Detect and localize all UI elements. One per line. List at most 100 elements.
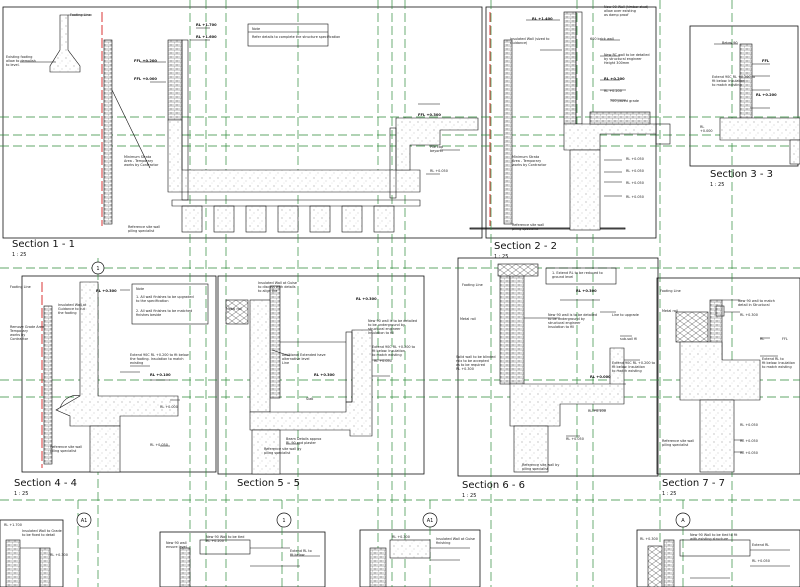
- section-6-scale: 1 : 25: [462, 493, 476, 499]
- svg-text:Insulated Wall at: Insulated Wall at: [58, 303, 87, 307]
- svg-text:to level.: to level.: [6, 63, 20, 67]
- svg-text:sub-soil fil: sub-soil fil: [620, 337, 637, 341]
- svg-text:to be fixed to detail: to be fixed to detail: [22, 533, 55, 537]
- svg-text:Guidance to cut: Guidance to cut: [58, 307, 86, 311]
- svg-text:Line to upgrade: Line to upgrade: [612, 313, 639, 317]
- section-1-drawing: [20, 14, 479, 233]
- svg-text:to match existing: to match existing: [712, 83, 742, 87]
- svg-text:mix to be accepted: mix to be accepted: [456, 359, 489, 363]
- svg-text:Temporary: Temporary: [9, 329, 28, 333]
- svg-text:New 90 wall is to be detailed: New 90 wall is to be detailed: [368, 319, 417, 323]
- svg-text:A: A: [681, 518, 685, 524]
- svg-text:New 90 wall: New 90 wall: [166, 541, 187, 545]
- svg-text:Remove Grade Area: Remove Grade Area: [10, 325, 44, 329]
- section-4-label: Section 4 - 4: [14, 478, 77, 489]
- section-1-scale: 1 : 25: [12, 252, 26, 258]
- svg-text:Footing Line: Footing Line: [10, 285, 31, 289]
- svg-text:to match existing: to match existing: [612, 369, 642, 373]
- svg-text:to match existing: to match existing: [762, 365, 792, 369]
- svg-text:Insulated Wall at Guise: Insulated Wall at Guise: [258, 281, 297, 285]
- section-1-title: Section 1 - 1 1 : 25: [12, 239, 75, 258]
- svg-text:New 90 wall to match: New 90 wall to match: [738, 299, 775, 303]
- svg-text:piling specialist: piling specialist: [512, 227, 539, 231]
- svg-text:finishes beside: finishes beside: [136, 313, 161, 317]
- svg-text:RL +1.600: RL +1.600: [196, 35, 217, 39]
- svg-text:fit below. Insulation: fit below. Insulation: [712, 79, 745, 83]
- svg-text:RL +0.300: RL +0.300: [740, 313, 758, 317]
- svg-text:1. All wall finishes to be upg: 1. All wall finishes to be upgraded: [136, 295, 194, 299]
- section-5-notes: Insulated Wall at Guise to discuss with …: [226, 281, 417, 455]
- svg-text:RL +0.300: RL +0.300: [392, 535, 410, 539]
- svg-text:RL +0.300: RL +0.300: [50, 553, 68, 557]
- svg-text:ground level: ground level: [552, 275, 573, 279]
- svg-text:RL +0.050: RL +0.050: [150, 443, 168, 447]
- section-6-label: Section 6 - 6: [462, 480, 525, 491]
- svg-text:Contractor: Contractor: [10, 337, 29, 341]
- svg-text:Reference site wall by: Reference site wall by: [522, 463, 559, 467]
- svg-text:Additional Extended have: Additional Extended have: [282, 353, 326, 357]
- svg-text:RL +0.200: RL +0.200: [206, 539, 224, 543]
- svg-text:RL +0.050: RL +0.050: [626, 169, 644, 173]
- svg-text:A1: A1: [81, 518, 88, 524]
- svg-text:Footing Line: Footing Line: [70, 13, 91, 17]
- svg-text:detail in Structural: detail in Structural: [738, 303, 770, 307]
- svg-text:Existing footing: Existing footing: [6, 55, 32, 59]
- svg-text:existing: existing: [130, 361, 143, 365]
- svg-text:works by Contractor: works by Contractor: [124, 163, 159, 167]
- svg-text:structural engineer: structural engineer: [368, 327, 401, 331]
- svg-text:as damp proof: as damp proof: [604, 13, 629, 17]
- svg-text:Insulation to fill: Insulation to fill: [368, 331, 394, 335]
- svg-text:to be underground by: to be underground by: [548, 317, 585, 321]
- svg-text:piling specialist: piling specialist: [50, 449, 77, 453]
- svg-text:RL +0.050: RL +0.050: [740, 423, 758, 427]
- svg-text:Note: Note: [136, 287, 144, 291]
- svg-text:FFL: FFL: [762, 59, 770, 63]
- svg-text:2. All wall finishes to be mat: 2. All wall finishes to be matched: [136, 309, 192, 313]
- section-2-title: Section 2 - 2 1 : 25: [494, 241, 557, 260]
- svg-text:fit below. Insulation: fit below. Insulation: [762, 361, 795, 365]
- svg-text:RL +0.000: RL +0.000: [590, 375, 611, 379]
- svg-text:Minimum Strata: Minimum Strata: [124, 155, 151, 159]
- section-3-scale: 1 : 25: [710, 182, 724, 188]
- svg-text:700 paved grade: 700 paved grade: [610, 99, 639, 103]
- section-5-title: Section 5 - 5: [237, 478, 300, 489]
- section-4-drawing: [43, 281, 209, 473]
- section-frames: [0, 6, 800, 587]
- svg-text:Insulated Wall (sized to: Insulated Wall (sized to: [510, 37, 549, 41]
- svg-text:fit below. Insulation: fit below. Insulation: [612, 365, 645, 369]
- section-5-label: Section 5 - 5: [237, 478, 300, 489]
- svg-text:New RC wall to be detailed: New RC wall to be detailed: [604, 53, 649, 57]
- svg-text:RL +0.100: RL +0.100: [588, 409, 606, 413]
- svg-text:works by Contractor: works by Contractor: [512, 163, 547, 167]
- svg-text:RL +0.050: RL +0.050: [626, 195, 644, 199]
- svg-text:New 90 Wall (timber stud): New 90 Wall (timber stud): [604, 5, 649, 9]
- svg-text:structural engineer: structural engineer: [548, 321, 581, 325]
- bottom-row-notes: RL +1.700 Insulated Wall to Grade to be …: [4, 523, 770, 563]
- svg-text:RL +1.400: RL +1.400: [532, 17, 553, 21]
- section-3-label: Section 3 - 3: [710, 169, 773, 180]
- section-2-notes: RL +1.400 New 90 Wall (timber stud) allo…: [510, 5, 649, 231]
- svg-text:Pile cap: Pile cap: [430, 145, 443, 149]
- svg-text:with existing structure: with existing structure: [690, 537, 728, 541]
- svg-text:RL +0.050: RL +0.050: [626, 181, 644, 185]
- svg-text:the footing. Insulation to mat: the footing. Insulation to match: [130, 357, 184, 361]
- svg-text:Reference site wall: Reference site wall: [662, 439, 694, 443]
- svg-text:Insulated Wall at Guise: Insulated Wall at Guise: [436, 537, 475, 541]
- svg-text:ensure level: ensure level: [166, 545, 187, 549]
- svg-text:as to be required: as to be required: [456, 363, 485, 367]
- svg-text:Extend 90C RL +0.200 to: Extend 90C RL +0.200 to: [612, 361, 655, 365]
- svg-text:Extend 90C RL +0.200 to fit be: Extend 90C RL +0.200 to fit below: [130, 353, 189, 357]
- svg-text:RL +0.300: RL +0.300: [314, 373, 335, 377]
- svg-text:Insulated Wall to Grade: Insulated Wall to Grade: [22, 529, 62, 533]
- grid-bubble-1-top: 1: [91, 261, 105, 275]
- section-7-title: Section 7 - 7 1 : 25: [662, 478, 725, 497]
- section-3-notes: Below 90 FFL Extend 90C RL +0.200 to fit…: [700, 41, 777, 133]
- svg-text:Footing Line: Footing Line: [462, 283, 483, 287]
- section-4-title: Section 4 - 4 1 : 25: [14, 478, 77, 497]
- svg-text:works by: works by: [10, 333, 25, 337]
- svg-text:FFL +0.300: FFL +0.300: [418, 113, 441, 117]
- svg-text:to match existing: to match existing: [372, 353, 402, 357]
- svg-text:Beam Details approx: Beam Details approx: [286, 437, 321, 441]
- svg-text:fit below. Insulation: fit below. Insulation: [372, 349, 405, 353]
